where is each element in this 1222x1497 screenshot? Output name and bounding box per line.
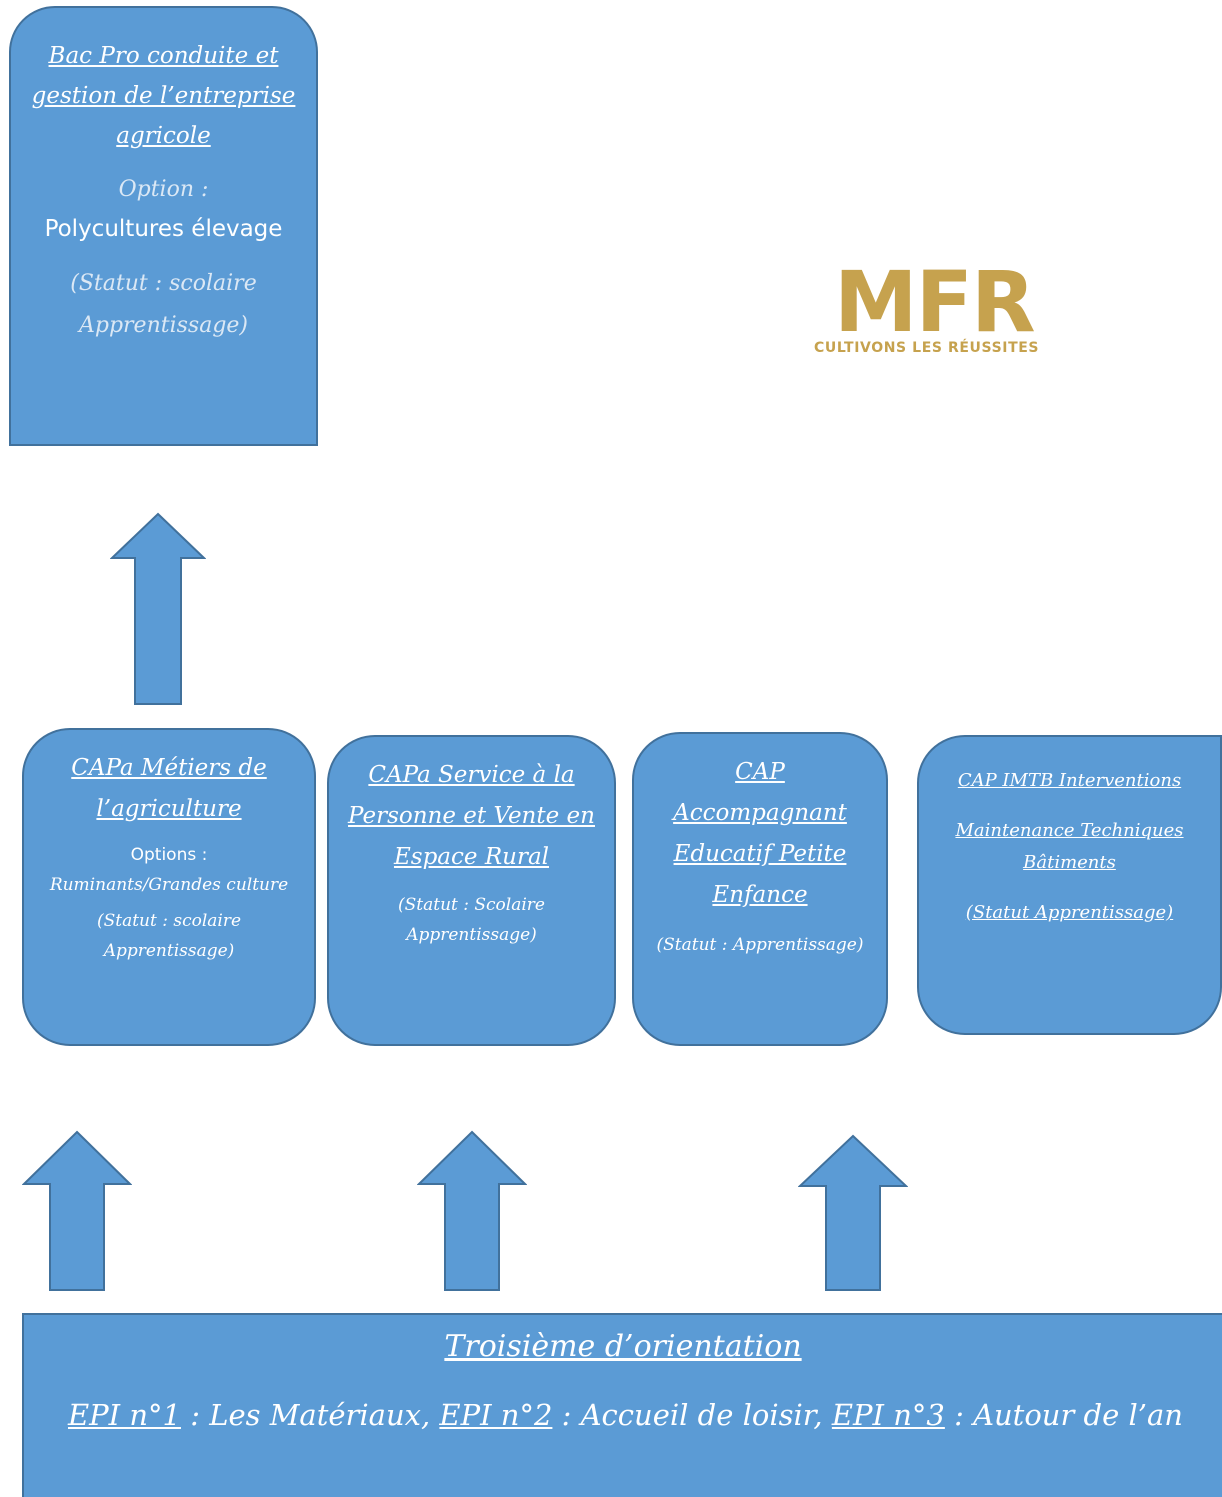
epi-line: EPI n°1 : Les Matériaux, EPI n°2 : Accue… xyxy=(24,1395,1222,1435)
cap-imtb-box: CAP IMTB Interventions Maintenance Techn… xyxy=(917,735,1222,1035)
capa-service-box: CAPa Service à la Personne et Vente en E… xyxy=(327,735,616,1046)
epi3-text: : Autour de l’an xyxy=(944,1398,1183,1432)
bac-pro-title: Bac Pro conduite et gestion de l’entrepr… xyxy=(31,43,296,149)
bac-pro-statut: (Statut : scolaire Apprentissage) xyxy=(70,271,257,338)
cap-aepe-statut: (Statut : Apprentissage) xyxy=(656,935,864,955)
cap-imtb-statut: (Statut Apprentissage) xyxy=(965,902,1174,923)
epi3-label: EPI n°3 xyxy=(831,1398,945,1432)
cap-aepe-box: CAP Accompagnant Educatif Petite Enfance… xyxy=(632,732,888,1046)
arrow-up-icon xyxy=(798,1134,908,1291)
troisieme-box: Troisième d’orientation EPI n°1 : Les Ma… xyxy=(22,1313,1222,1497)
epi2-text: : Accueil de loisir, xyxy=(552,1398,832,1432)
arrow-up-icon xyxy=(22,1130,132,1291)
cap-imtb-subtitle: Maintenance Techniques Bâtiments xyxy=(955,820,1184,873)
mfr-logo: MFR CULTIVONS LES RÉUSSITES xyxy=(812,253,1112,362)
capa-service-title: CAPa Service à la Personne et Vente en E… xyxy=(348,762,595,870)
bac-pro-option-label: Option : xyxy=(118,177,209,202)
capa-service-statut: (Statut : Scolaire Apprentissage) xyxy=(398,895,545,945)
epi2-label: EPI n°2 xyxy=(439,1398,553,1432)
logo-tagline: CULTIVONS LES RÉUSSITES xyxy=(814,340,1040,356)
cap-imtb-title: CAP IMTB Interventions xyxy=(957,770,1182,791)
arrow-up-icon xyxy=(417,1130,527,1291)
bac-pro-box: Bac Pro conduite et gestion de l’entrepr… xyxy=(9,6,318,446)
troisieme-title: Troisième d’orientation xyxy=(444,1329,802,1364)
capa-metiers-options-label: Options : xyxy=(130,845,208,865)
capa-metiers-statut: (Statut : scolaire Apprentissage) xyxy=(96,911,242,961)
cap-aepe-title: CAP Accompagnant Educatif Petite Enfance xyxy=(673,759,847,908)
epi1-label: EPI n°1 xyxy=(68,1398,181,1432)
arrow-up-icon xyxy=(110,512,206,705)
capa-metiers-options-value: Ruminants/Grandes culture xyxy=(49,875,289,895)
bac-pro-option-value: Polycultures élevage xyxy=(44,216,283,242)
logo-mark: MFR xyxy=(834,253,1036,351)
capa-metiers-title: CAPa Métiers de l’agriculture xyxy=(71,755,267,822)
epi1-text: : Les Matériaux, xyxy=(180,1398,440,1432)
capa-metiers-box: CAPa Métiers de l’agriculture Options : … xyxy=(22,728,316,1046)
